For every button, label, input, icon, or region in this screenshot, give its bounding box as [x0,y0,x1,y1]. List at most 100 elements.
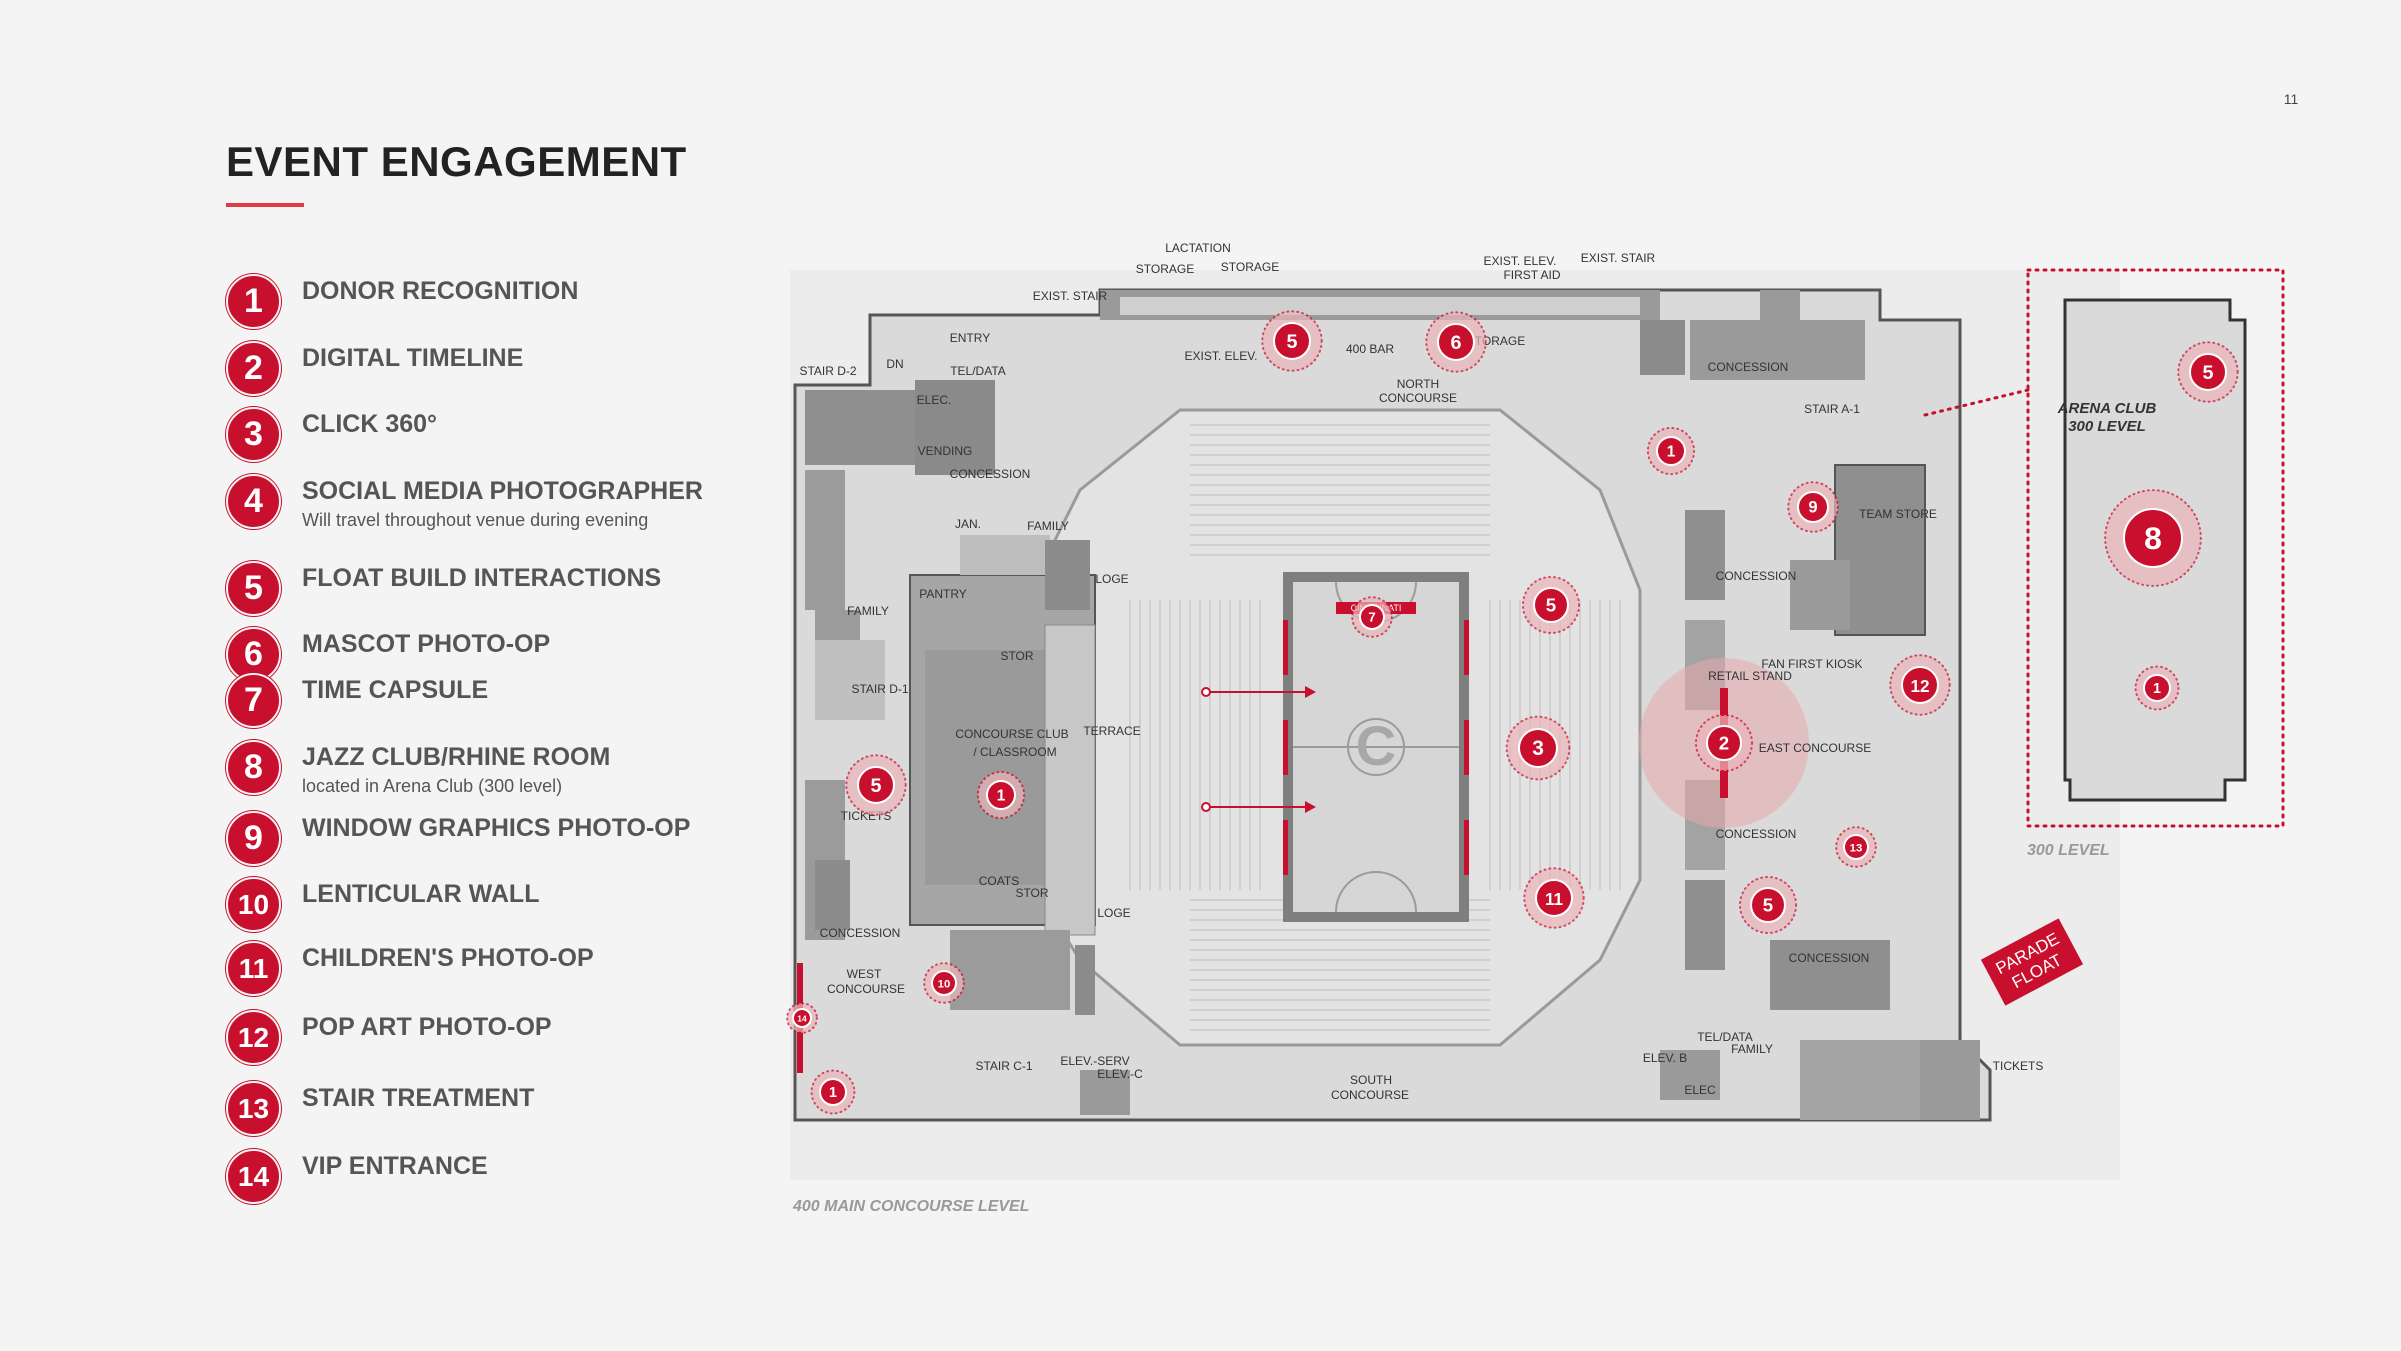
room-label-concourse-club-1: CONCOURSE CLUB [955,727,1068,741]
svg-text:1: 1 [1667,443,1676,460]
svg-text:14: 14 [797,1013,807,1023]
bench-marker [1464,720,1469,775]
legend-label: WINDOW GRAPHICS PHOTO-OP [302,814,691,842]
legend-label: VIP ENTRANCE [302,1152,488,1180]
svg-text:5: 5 [1546,594,1556,615]
room-label-coats: COATS [979,874,1019,888]
room-label-lactation: LACTATION [1165,241,1231,255]
legend-sublabel: located in Arena Club (300 level) [302,776,563,796]
legend-item: 14 VIP ENTRANCE [226,1149,786,1209]
room-label-north-concourse-1: NORTH [1397,377,1439,391]
room-label-concession-e1: CONCESSION [1716,569,1797,583]
pin-1: 1 [2134,665,2180,711]
pin-11: 11 [1523,867,1585,929]
room-label-exist-elev-top: EXIST. ELEV. [1484,254,1557,268]
pin-7: 7 [1351,596,1393,638]
pin-12: 12 [1889,654,1951,716]
title-underline [226,203,304,207]
legend-number-badge: 5 [226,561,281,616]
room-label-family-top: FAMILY [1027,519,1069,533]
room-label-exist-stair-left: EXIST. STAIR [1033,289,1108,303]
arena-club-inset-frame [2026,268,2285,828]
pin-5: 5 [1261,310,1323,372]
room-label-south-concourse-1: SOUTH [1350,1073,1392,1087]
legend-number-badge: 2 [226,341,281,396]
legend-number-badge: 8 [226,740,281,795]
legend-label: DIGITAL TIMELINE [302,344,524,372]
room-label-terrace: TERRACE [1083,724,1140,738]
bench-marker [1464,820,1469,875]
legend-number-badge: 13 [226,1081,281,1136]
legend-number-badge: 9 [226,811,281,866]
svg-text:7: 7 [1368,610,1375,625]
pin-1: 1 [810,1069,856,1115]
room-label-stair-d1: STAIR D-1 [851,682,908,696]
svg-text:11: 11 [1545,890,1564,909]
legend-label: POP ART PHOTO-OP [302,1013,552,1041]
svg-text:5: 5 [2202,362,2213,384]
room-label-concession-ne: CONCESSION [1708,360,1789,374]
inset-leader [1923,388,2030,417]
room-label-north-concourse-2: CONCOURSE [1379,391,1457,405]
room-label-entry: ENTRY [950,331,990,345]
pin-5: 5 [1521,575,1581,635]
inset-title-line1: ARENA CLUB [2057,400,2157,417]
court-logo: C [1356,714,1396,777]
room-label-concession-e2: CONCESSION [1716,827,1797,841]
room-label-elev-b: ELEV. B [1643,1051,1687,1065]
page-number: 11 [2283,91,2299,107]
room-label-loge-bottom: LOGE [1097,906,1130,920]
svg-text:12: 12 [1910,677,1929,696]
room-label-west-concourse-2: CONCOURSE [827,982,905,996]
pin-3: 3 [1505,715,1571,781]
legend-number-badge: 3 [226,407,281,462]
room-label-south-concourse-2: CONCOURSE [1331,1088,1409,1102]
bench-marker [1283,820,1288,875]
room-label-storage-a: STORAGE [1136,262,1194,276]
legend-label: CLICK 360° [302,410,438,438]
room-label-east-concourse: EAST CONCOURSE [1759,741,1871,755]
pin-1: 1 [1646,426,1696,476]
room-label-first-aid: FIRST AID [1503,268,1560,282]
page-title: EVENT ENGAGEMENT [226,138,687,185]
room-label-tel-data-se: TEL/DATA [1697,1030,1753,1044]
room-label-stor-top: STOR [1000,649,1033,663]
room-label-bar-400: 400 BAR [1346,342,1394,356]
room-label-concession-se: CONCESSION [1789,951,1870,965]
room-label-jan: JAN. [955,517,981,531]
legend-item: 9 WINDOW GRAPHICS PHOTO-OP [226,811,786,871]
room-label-concession-nw: CONCESSION [950,467,1031,481]
legend-number-badge: 7 [226,673,281,728]
svg-text:6: 6 [1450,332,1461,354]
room-label-elec-b: ELEC [1684,1083,1716,1097]
room-label-stair-a1: STAIR A-1 [1804,402,1860,416]
svg-text:13: 13 [1850,843,1863,855]
legend-label: DONOR RECOGNITION [302,277,579,305]
bench-marker [1283,620,1288,675]
legend-number-badge: 11 [226,941,281,996]
pin-14: 14 [786,1002,818,1034]
room-label-concession-w: CONCESSION [820,926,901,940]
room-label-stair-d2: STAIR D-2 [799,364,856,378]
legend-item: 2 DIGITAL TIMELINE [226,341,786,401]
room-label-vending: VENDING [918,444,973,458]
inset-title-line2: 300 LEVEL [2068,418,2146,435]
svg-text:1: 1 [2153,681,2161,697]
legend-label: LENTICULAR WALL [302,880,540,908]
legend-number-badge: 14 [226,1149,281,1204]
pin-10: 10 [923,962,965,1004]
svg-text:1: 1 [997,787,1006,804]
concession-se [1770,940,1890,1010]
svg-text:8: 8 [2144,520,2162,556]
svg-text:5: 5 [1286,331,1297,353]
pin-9: 9 [1787,481,1839,533]
